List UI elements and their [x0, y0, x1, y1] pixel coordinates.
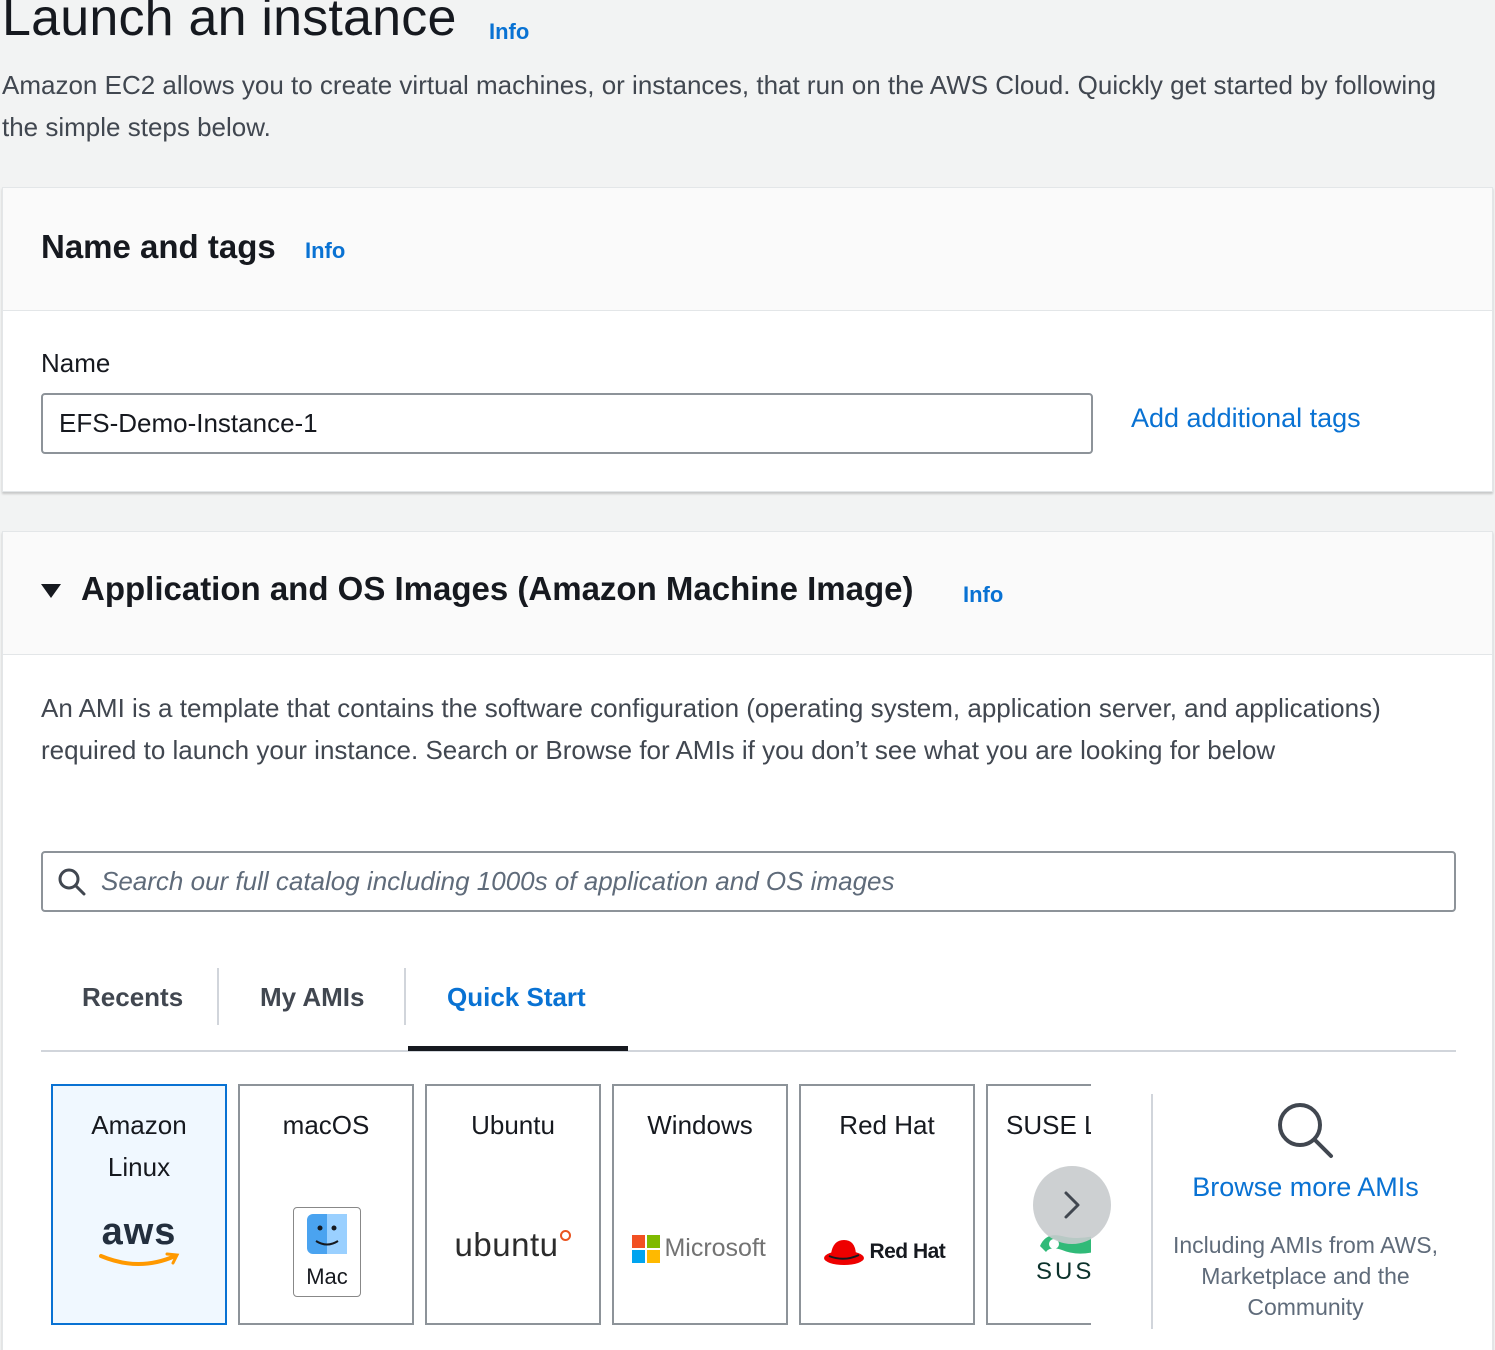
- page-description: Amazon EC2 allows you to create virtual …: [2, 70, 1437, 142]
- redhat-logo-icon: Red Hat: [823, 1236, 963, 1268]
- ami-tile-carousel: Amazon Linux aws macOS Mac: [51, 1084, 1091, 1327]
- carousel-next-button[interactable]: [1033, 1166, 1111, 1244]
- ubuntu-logo-icon: ubuntu: [427, 1226, 599, 1264]
- tile-label: Windows: [647, 1110, 753, 1140]
- tab-quick-start[interactable]: Quick Start: [447, 982, 586, 1012]
- browse-search-icon[interactable]: [1275, 1100, 1335, 1160]
- ami-tile-amazon-linux[interactable]: Amazon Linux aws: [51, 1084, 227, 1325]
- mac-finder-icon: Mac: [293, 1207, 361, 1297]
- ubuntu-logo-text: ubuntu: [454, 1226, 559, 1263]
- name-input[interactable]: [41, 393, 1093, 454]
- caret-down-icon[interactable]: [41, 584, 61, 598]
- ami-description: An AMI is a template that contains the s…: [41, 693, 1381, 765]
- redhat-logo-text: Red Hat: [869, 1240, 946, 1263]
- ami-info-link[interactable]: Info: [963, 582, 1004, 607]
- ami-tile-red-hat[interactable]: Red Hat Red Hat: [799, 1084, 975, 1325]
- microsoft-logo-text: Microsoft: [664, 1234, 766, 1262]
- tile-label: Amazon Linux: [91, 1110, 187, 1182]
- name-and-tags-panel: Name and tags Info Name Add additional t…: [2, 187, 1493, 492]
- active-tab-indicator: [408, 1046, 628, 1051]
- add-additional-tags-link[interactable]: Add additional tags: [1131, 403, 1361, 433]
- microsoft-logo-icon: Microsoft: [632, 1234, 772, 1263]
- ami-search-input[interactable]: [101, 853, 1441, 910]
- search-icon: [58, 868, 86, 896]
- tab-divider: [217, 968, 219, 1025]
- name-and-tags-header: Name and tags Info: [3, 188, 1492, 311]
- mac-logo-text: Mac: [306, 1264, 348, 1289]
- page-title: Launch an instance: [2, 0, 457, 47]
- name-and-tags-title: Name and tags: [41, 228, 276, 265]
- ami-panel: Application and OS Images (Amazon Machin…: [2, 531, 1493, 1350]
- tile-label: Ubuntu: [471, 1110, 555, 1140]
- tab-my-amis[interactable]: My AMIs: [260, 982, 365, 1012]
- tab-divider: [404, 968, 406, 1025]
- aws-logo-text: aws: [101, 1211, 177, 1253]
- ami-search-box[interactable]: [41, 851, 1456, 912]
- browse-divider: [1151, 1094, 1153, 1329]
- aws-logo-icon: aws: [53, 1211, 225, 1270]
- tile-label: macOS: [282, 1110, 370, 1140]
- chevron-right-icon: [1064, 1191, 1080, 1219]
- name-field-label: Name: [41, 348, 111, 378]
- browse-more-amis-link[interactable]: Browse more AMIs: [1192, 1172, 1419, 1202]
- ami-header[interactable]: Application and OS Images (Amazon Machin…: [3, 532, 1492, 655]
- browse-more-amis-subtext: Including AMIs from AWS, Marketplace and…: [1172, 1232, 1439, 1320]
- suse-logo-text: SUS: [1036, 1258, 1091, 1285]
- tab-recents[interactable]: Recents: [82, 982, 184, 1012]
- tile-label: Red Hat: [839, 1110, 935, 1140]
- ami-tile-macos[interactable]: macOS Mac: [238, 1084, 414, 1325]
- ami-tabs: Recents My AMIs Quick Start: [41, 962, 1456, 1052]
- ami-tile-ubuntu[interactable]: Ubuntu ubuntu: [425, 1084, 601, 1325]
- ami-tile-windows[interactable]: Windows Microsoft: [612, 1084, 788, 1325]
- title-info-link[interactable]: Info: [489, 19, 530, 44]
- tile-label: SUSE Li: [1006, 1110, 1091, 1140]
- ami-title: Application and OS Images (Amazon Machin…: [81, 570, 914, 607]
- name-and-tags-info-link[interactable]: Info: [305, 238, 346, 263]
